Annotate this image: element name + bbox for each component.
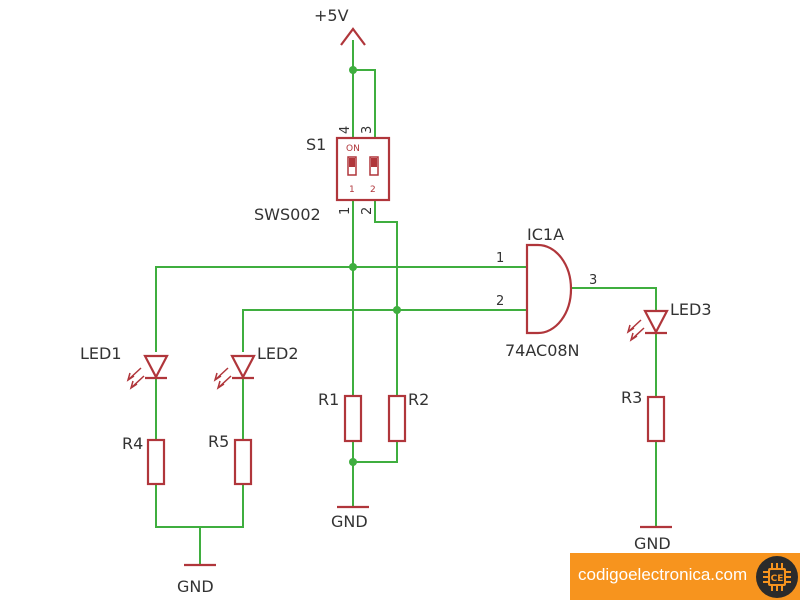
net-input-a [155, 266, 527, 352]
led3: LED3 [626, 300, 712, 342]
switch-position-1: 1 [349, 185, 355, 195]
r4-r5-gnd-wire [155, 484, 244, 565]
ground-r1-r2: GND [331, 505, 369, 531]
junction-resistors [349, 458, 357, 466]
led3-triangle [643, 309, 669, 335]
r1-r2-gnd-wire [352, 441, 398, 507]
supply-symbol: +5V [314, 6, 366, 46]
ground-r3: GND [634, 525, 672, 553]
supply-label: +5V [314, 6, 349, 25]
logo-text: CE [771, 574, 784, 584]
junction-input-a [349, 263, 357, 271]
supply-arrow [340, 27, 366, 46]
switch-pin-2: 2 [360, 207, 375, 215]
switch-lever-2 [369, 156, 379, 176]
led2-light-arrows [213, 367, 232, 390]
ground-label: GND [634, 534, 671, 553]
switch-body [335, 136, 391, 202]
led1-ref: LED1 [80, 344, 122, 363]
led2-ref: LED2 [257, 344, 299, 363]
r4-body [146, 438, 166, 486]
r1-ref: R1 [318, 390, 339, 409]
and-gate-body [525, 243, 573, 335]
r3-ref: R3 [621, 388, 642, 407]
led1: LED1 [80, 344, 169, 390]
r3-body [646, 395, 666, 443]
gate-pin-1: 1 [496, 251, 504, 266]
switch-pin-3: 3 [360, 126, 375, 134]
switch-ref: S1 [306, 135, 326, 154]
switch-position-2: 2 [370, 185, 376, 195]
switch-pin-1: 1 [338, 207, 353, 215]
chip-logo-graphic: CE [763, 563, 791, 591]
r4-ref: R4 [122, 434, 143, 453]
ground-label: GND [177, 577, 214, 596]
ground-r4-r5: GND [177, 563, 216, 596]
resistor-r5: R5 [208, 432, 253, 486]
led3-light-arrows [626, 319, 645, 342]
switch-value: SWS002 [254, 205, 321, 224]
junctions [349, 66, 401, 466]
r5-body [233, 438, 253, 486]
switch-pin-4: 4 [338, 126, 353, 134]
r1-body [343, 394, 363, 443]
junction-input-b [393, 306, 401, 314]
ground-label: GND [331, 512, 368, 531]
and-gate: IC1A 74AC08N 1 2 3 [496, 225, 597, 360]
gate-value: 74AC08N [505, 341, 580, 360]
r5-ref: R5 [208, 432, 229, 451]
led1-triangle [143, 354, 169, 380]
brand-text: codigoelectronica.com [578, 565, 748, 584]
switch-on-text: ON [346, 144, 360, 154]
wires [155, 40, 657, 565]
dip-switch: ON 1 2 4 3 1 2 S1 SWS002 [254, 126, 391, 224]
switch-lever-2-knob [371, 158, 377, 167]
resistor-r4: R4 [122, 434, 166, 486]
chip-logo-icon: CE [756, 556, 798, 598]
gate-ref: IC1A [527, 225, 564, 244]
gate-pin-3: 3 [589, 273, 597, 288]
led3-ref: LED3 [670, 300, 712, 319]
led2-triangle [230, 354, 256, 380]
r2-body [387, 394, 407, 443]
vcc-wire [352, 40, 376, 138]
resistor-r1: R1 [318, 390, 363, 443]
r2-ref: R2 [408, 390, 429, 409]
net-input-b [242, 309, 527, 352]
net-output [571, 287, 657, 310]
gate-pin-2: 2 [496, 294, 504, 309]
led1-light-arrows [126, 367, 145, 390]
resistor-r2: R2 [387, 390, 429, 443]
junction-vcc [349, 66, 357, 74]
resistor-r3: R3 [621, 388, 666, 443]
switch-lever-1 [347, 156, 357, 176]
led2: LED2 [213, 344, 299, 390]
brand-banner: codigoelectronica.com CE [570, 553, 800, 600]
switch-lever-1-knob [349, 158, 355, 167]
switch-pin2-wire [374, 200, 398, 396]
